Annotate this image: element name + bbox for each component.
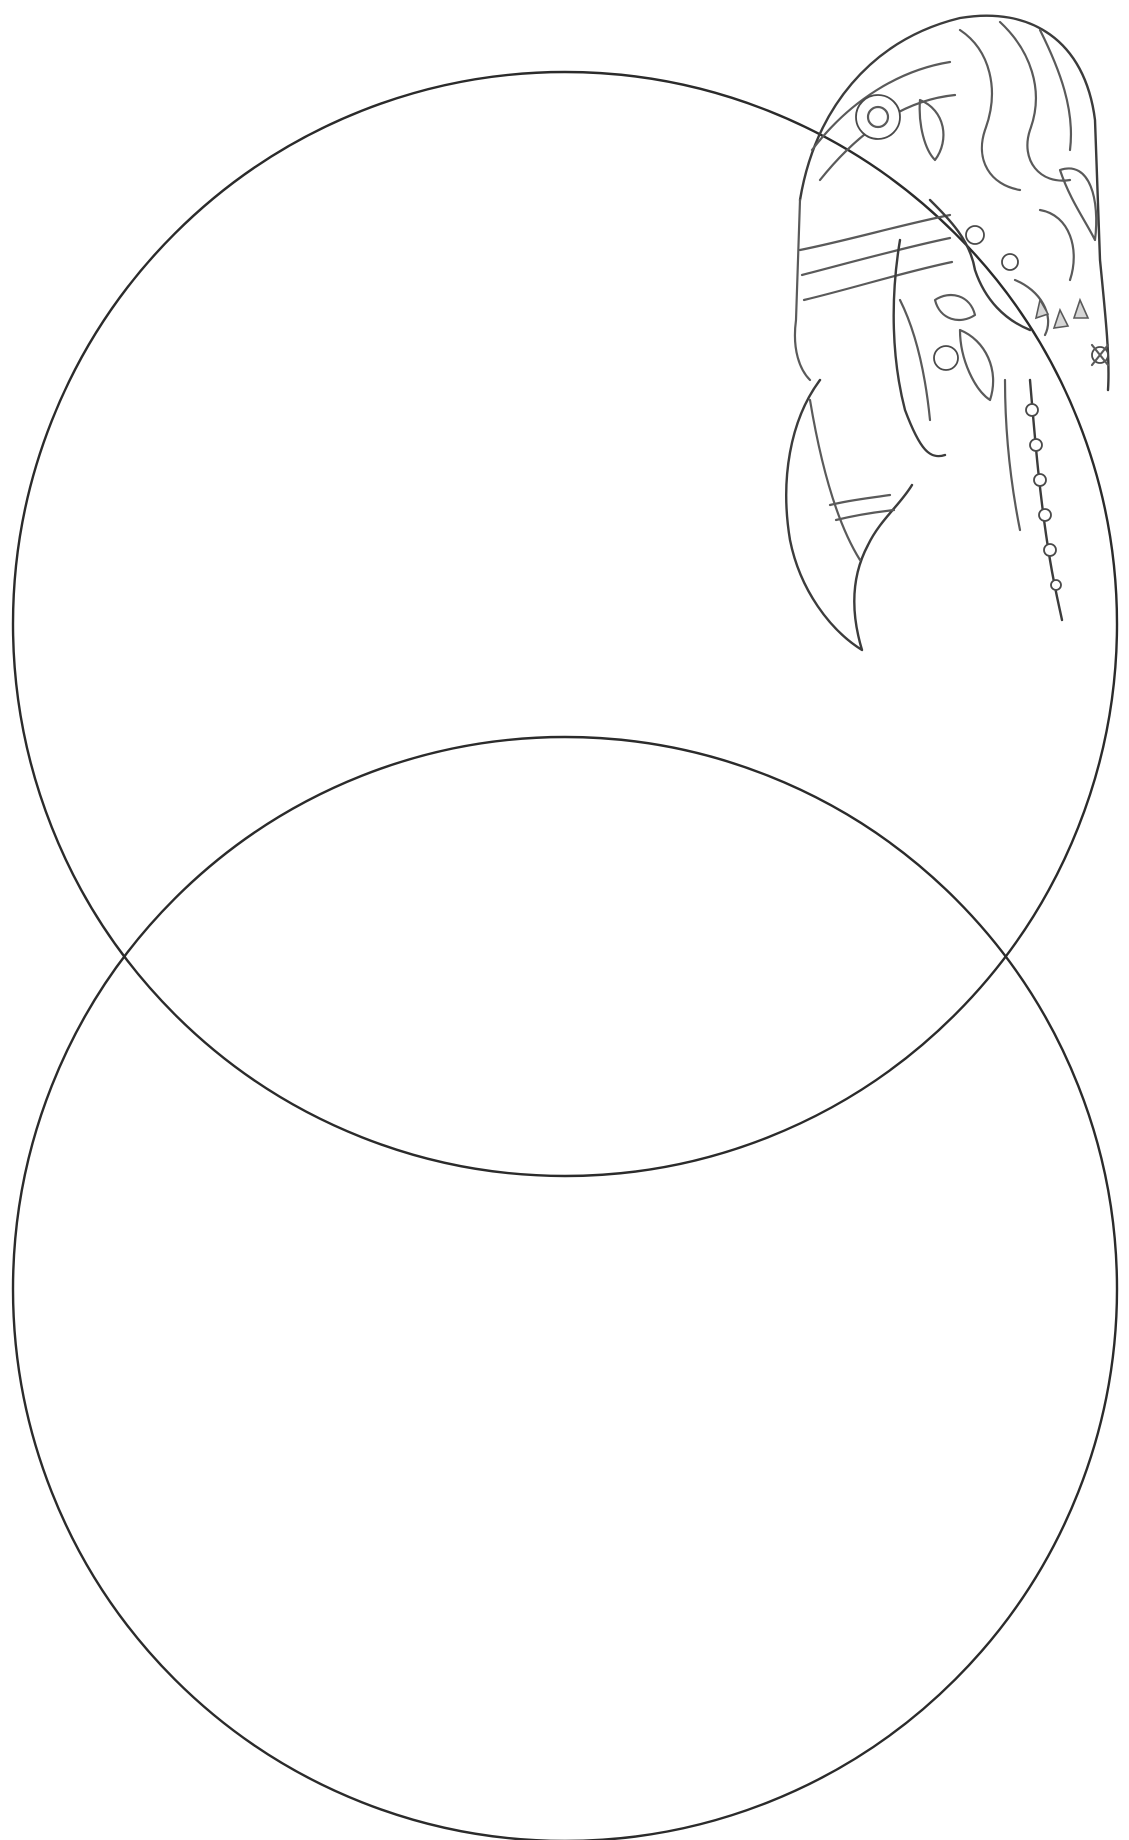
sketch-sun-emblem <box>856 95 900 139</box>
sketch-figure-head-2 <box>1002 254 1018 270</box>
venn-circle-top <box>13 72 1117 1176</box>
sketch-strand-inner <box>1005 380 1020 530</box>
sketch-bead-4 <box>1039 509 1051 521</box>
sketch-figure-head-1 <box>966 226 984 244</box>
sketch-stripe-2 <box>802 238 950 275</box>
sketch-drape <box>894 240 945 456</box>
sketch-band-3 <box>960 30 1020 190</box>
sketch-wedge-3 <box>1074 300 1088 318</box>
sketch-wedge-2 <box>1054 310 1068 328</box>
sketch-figure-body-2 <box>960 330 993 400</box>
decorative-sketch-illustration <box>786 16 1108 650</box>
sketch-band-4 <box>1000 22 1070 181</box>
sketch-crescent-right <box>1060 168 1096 240</box>
venn-circle-bottom <box>13 737 1117 1840</box>
sketch-hood-left-edge <box>795 200 810 380</box>
sketch-figure-body-1 <box>935 295 975 320</box>
sketch-cloak-fold-2 <box>830 495 890 505</box>
sketch-bead-5 <box>1044 544 1056 556</box>
sketch-leaf-mark <box>920 100 944 160</box>
sketch-bead-1 <box>1026 404 1038 416</box>
sketch-bead-6 <box>1051 580 1061 590</box>
sketch-figure-head-3 <box>934 346 958 370</box>
sketch-cloak-fold-1 <box>810 400 860 560</box>
sketch-drape-fold <box>900 300 930 420</box>
sketch-cloak-tail <box>786 380 912 650</box>
sketch-curl-right <box>1040 210 1074 280</box>
sketch-stripe-1 <box>800 215 950 250</box>
sketch-bead-2 <box>1030 439 1042 451</box>
sketch-bead-3 <box>1034 474 1046 486</box>
sketch-hood-outline <box>800 16 1109 390</box>
